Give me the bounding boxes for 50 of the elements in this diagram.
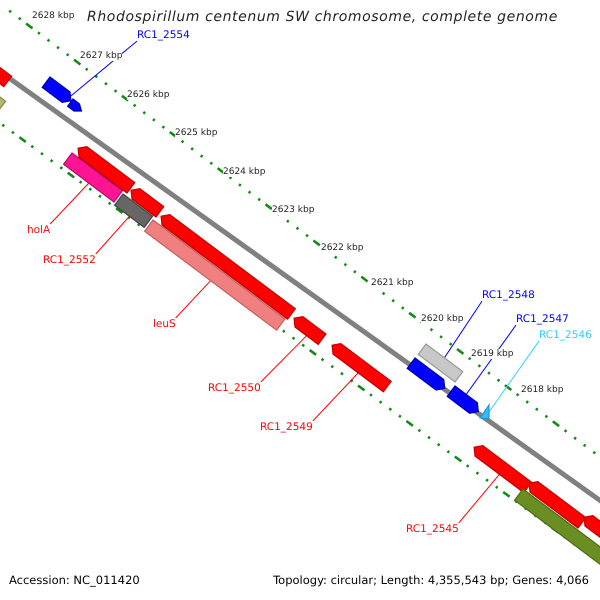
gene-block — [130, 188, 165, 218]
gene-block — [62, 152, 124, 203]
gene-label: RC1_2546 — [539, 329, 592, 342]
gene-block — [144, 219, 286, 332]
scale-label: 2620 kbp — [421, 314, 464, 324]
gene-label: RC1_2545 — [406, 523, 459, 536]
leader-line — [260, 335, 308, 382]
leader-line — [458, 474, 500, 524]
leader-line — [95, 216, 130, 254]
gene-block — [478, 403, 490, 420]
gene-label: RC1_2547 — [516, 313, 569, 326]
gene-block — [528, 480, 587, 529]
scale-label: 2628 kbp — [32, 11, 74, 22]
scale-label: 2625 kbp — [175, 128, 218, 138]
scale-label: 2619 kbp — [471, 349, 514, 360]
scale-label: 2623 kbp — [272, 205, 314, 216]
leader-line — [175, 280, 212, 318]
gene-label: RC1_2548 — [482, 289, 535, 302]
gene-label: RC1_2552 — [43, 254, 96, 266]
genome-stats-text: Topology: circular; Length: 4,355,543 bp; Genes: 4,066 — [273, 574, 589, 588]
gene-block — [406, 357, 446, 391]
gene-block — [77, 146, 136, 194]
gene-block — [114, 193, 154, 228]
leader-line — [444, 300, 482, 358]
scale-label: 2626 kbp — [127, 90, 170, 100]
scale-label: 2624 kbp — [223, 167, 266, 178]
accession-text: Accession: NC_011420 — [9, 574, 140, 588]
scale-label: 2621 kbp — [371, 278, 414, 288]
scale-label: 2622 kbp — [321, 243, 364, 254]
gene-label: RC1_2550 — [208, 382, 261, 394]
title: Rhodospirillum centenum SW chromosome, complete genome — [87, 9, 558, 26]
gene-block — [41, 76, 72, 104]
leader-line — [466, 324, 516, 395]
gene-label: RC1_2549 — [260, 421, 313, 434]
gene-block — [473, 444, 532, 494]
scale-label: 2618 kbp — [521, 385, 564, 396]
leader-line — [488, 340, 540, 412]
scale-label: 2627 kbp — [80, 51, 122, 62]
gene-block — [446, 385, 479, 414]
gene-block — [417, 343, 464, 383]
gene-block — [331, 342, 392, 393]
gene-block — [66, 98, 82, 112]
leader-line — [70, 40, 138, 97]
gene-label: RC1_2554 — [137, 29, 190, 42]
leader-line — [50, 182, 90, 224]
gene-label: leuS — [153, 318, 176, 330]
gene-block — [293, 316, 327, 346]
gene-block — [160, 214, 296, 320]
leader-line — [312, 372, 359, 422]
gene-label: holA — [27, 224, 50, 236]
